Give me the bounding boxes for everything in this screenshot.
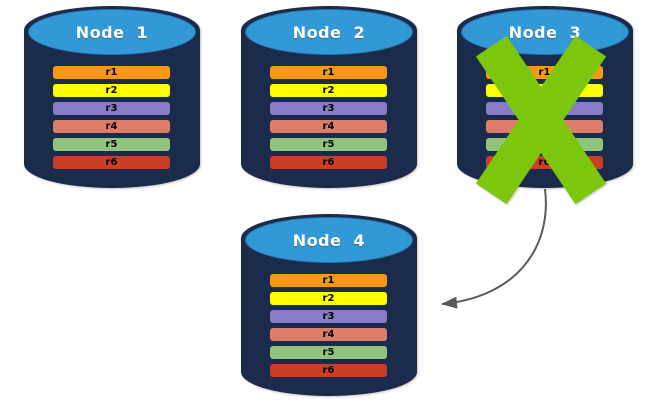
partition-r4: r4 [270,120,387,133]
partition-r3: r3 [270,310,387,323]
partition-r1: r1 [270,274,387,287]
cylinder-top: Node 3 [461,9,629,55]
partition-r3: r3 [486,102,603,115]
node-title: Node 3 [508,22,582,42]
partition-r2: r2 [53,84,170,97]
database-node-4: Node 4 r1 r2 r3 r4 r5 r6 [241,214,417,396]
partition-r5: r5 [53,138,170,151]
partition-r4: r4 [270,328,387,341]
partition-r6: r6 [486,156,603,169]
node-title: Node 2 [292,22,366,42]
node-title: Node 1 [75,22,149,42]
arrow-path [441,188,547,309]
partition-r1: r1 [270,66,387,79]
database-node-3: Node 3 r1 r2 r3 r4 r5 r6 [457,6,633,205]
database-node-2: Node 2 r1 r2 r3 r4 r5 r6 [241,6,417,188]
cylinder-top: Node 1 [28,9,196,55]
partition-r2: r2 [270,292,387,305]
partition-r1: r1 [486,66,603,79]
partition-r2: r2 [486,84,603,97]
partition-list: r1 r2 r3 r4 r5 r6 [53,66,170,174]
node-title: Node 4 [292,230,366,250]
partition-r5: r5 [270,346,387,359]
partition-r5: r5 [270,138,387,151]
partition-r4: r4 [53,120,170,133]
partition-r6: r6 [53,156,170,169]
partition-r3: r3 [270,102,387,115]
partition-r1: r1 [53,66,170,79]
partition-r4: r4 [486,120,603,133]
partition-r6: r6 [270,156,387,169]
cylinder-top: Node 2 [245,9,413,55]
partition-list: r1 r2 r3 r4 r5 r6 [486,66,603,174]
partition-r5: r5 [486,138,603,151]
partition-list: r1 r2 r3 r4 r5 r6 [270,274,387,382]
partition-r3: r3 [53,102,170,115]
partition-r6: r6 [270,364,387,377]
cylinder-top: Node 4 [245,217,413,263]
database-node-1: Node 1 r1 r2 r3 r4 r5 r6 [24,6,200,188]
partition-r2: r2 [270,84,387,97]
partition-list: r1 r2 r3 r4 r5 r6 [270,66,387,174]
